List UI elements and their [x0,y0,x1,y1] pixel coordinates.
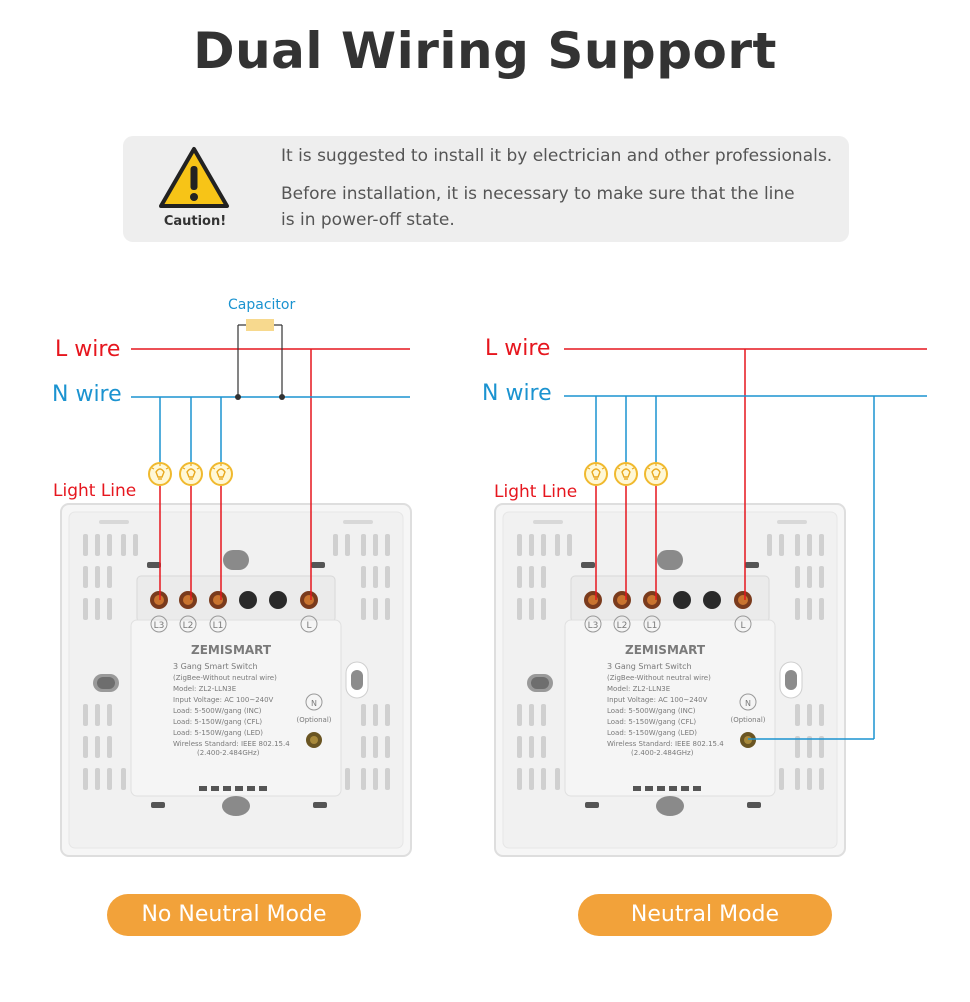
spec-line: Model: ZL2-LLN3E [607,685,670,693]
n-wire-label-right: N wire [482,381,552,406]
plate-text-right: L3 L2 L1 L ZEMISMART 3 Gang Smart Switch… [588,621,766,757]
terminal-label: L [306,621,311,631]
spec-line: Load: 5-500W/gang (INC) [607,707,696,715]
right-n-wire [564,395,927,740]
left-n-wire [131,396,410,462]
brand-logo: ZEMISMART [625,643,706,657]
optional-label: (Optional) [730,716,765,724]
left-bulb-icons [148,462,233,486]
page-title: Dual Wiring Support [193,22,777,80]
light-line-label-left: Light Line [53,481,137,501]
spec-line: (ZigBee-Without neutral wire) [173,674,277,682]
l-wire-label-left: L wire [55,337,121,362]
left-l-wire [131,348,410,600]
l-wire-label-right: L wire [485,336,551,361]
optional-label: (Optional) [296,716,331,724]
spec-line: Load: 5-150W/gang (CFL) [173,718,262,726]
left-light-lines [159,486,222,600]
capacitor-label: Capacitor [228,297,296,313]
terminal-label: L3 [154,621,165,631]
terminal-label: L2 [183,621,194,631]
spec-line: 3 Gang Smart Switch [173,662,258,671]
terminal-label: L [740,621,745,631]
warning-icon [159,147,229,208]
caution-label: Caution! [163,214,227,229]
spec-line: 3 Gang Smart Switch [607,662,692,671]
spec-line: Input Voltage: AC 100~240V [173,696,274,704]
spec-line: (ZigBee-Without neutral wire) [607,674,711,682]
right-bulb-icons [584,462,668,486]
n-terminal-label: N [745,699,751,708]
terminal-label: L1 [213,621,224,631]
spec-line: Load: 5-500W/gang (INC) [173,707,262,715]
terminal-label: L3 [588,621,599,631]
right-light-lines [595,486,657,600]
spec-line: Load: 5-150W/gang (CFL) [607,718,696,726]
n-terminal-label: N [311,699,317,708]
plate-text-left: L3 L2 L1 L ZEMISMART 3 Gang Smart Switch… [154,621,332,757]
right-l-wire [564,348,927,600]
neutral-mode-button[interactable]: Neutral Mode [578,894,832,936]
no-neutral-mode-button[interactable]: No Neutral Mode [107,894,361,936]
terminal-label: L2 [617,621,628,631]
brand-logo: ZEMISMART [191,643,272,657]
caution-text-line2b: is in power-off state. [281,210,455,230]
capacitor-link [235,319,285,400]
spec-line: Model: ZL2-LLN3E [173,685,236,693]
spec-line: (2.400-2.484GHz) [631,749,694,757]
spec-line: Wireless Standard: IEEE 802.15.4 [173,740,290,748]
light-line-label-right: Light Line [494,482,578,502]
spec-line: Load: 5-150W/gang (LED) [173,729,263,737]
spec-line: Wireless Standard: IEEE 802.15.4 [607,740,724,748]
caution-text-line1: It is suggested to install it by electri… [281,146,833,166]
n-wire-label-left: N wire [52,382,122,407]
caution-text-line2a: Before installation, it is necessary to … [281,184,795,204]
terminal-label: L1 [647,621,658,631]
spec-line: Load: 5-150W/gang (LED) [607,729,697,737]
caution-banner [123,136,849,242]
spec-line: (2.400-2.484GHz) [197,749,260,757]
spec-line: Input Voltage: AC 100~240V [607,696,708,704]
